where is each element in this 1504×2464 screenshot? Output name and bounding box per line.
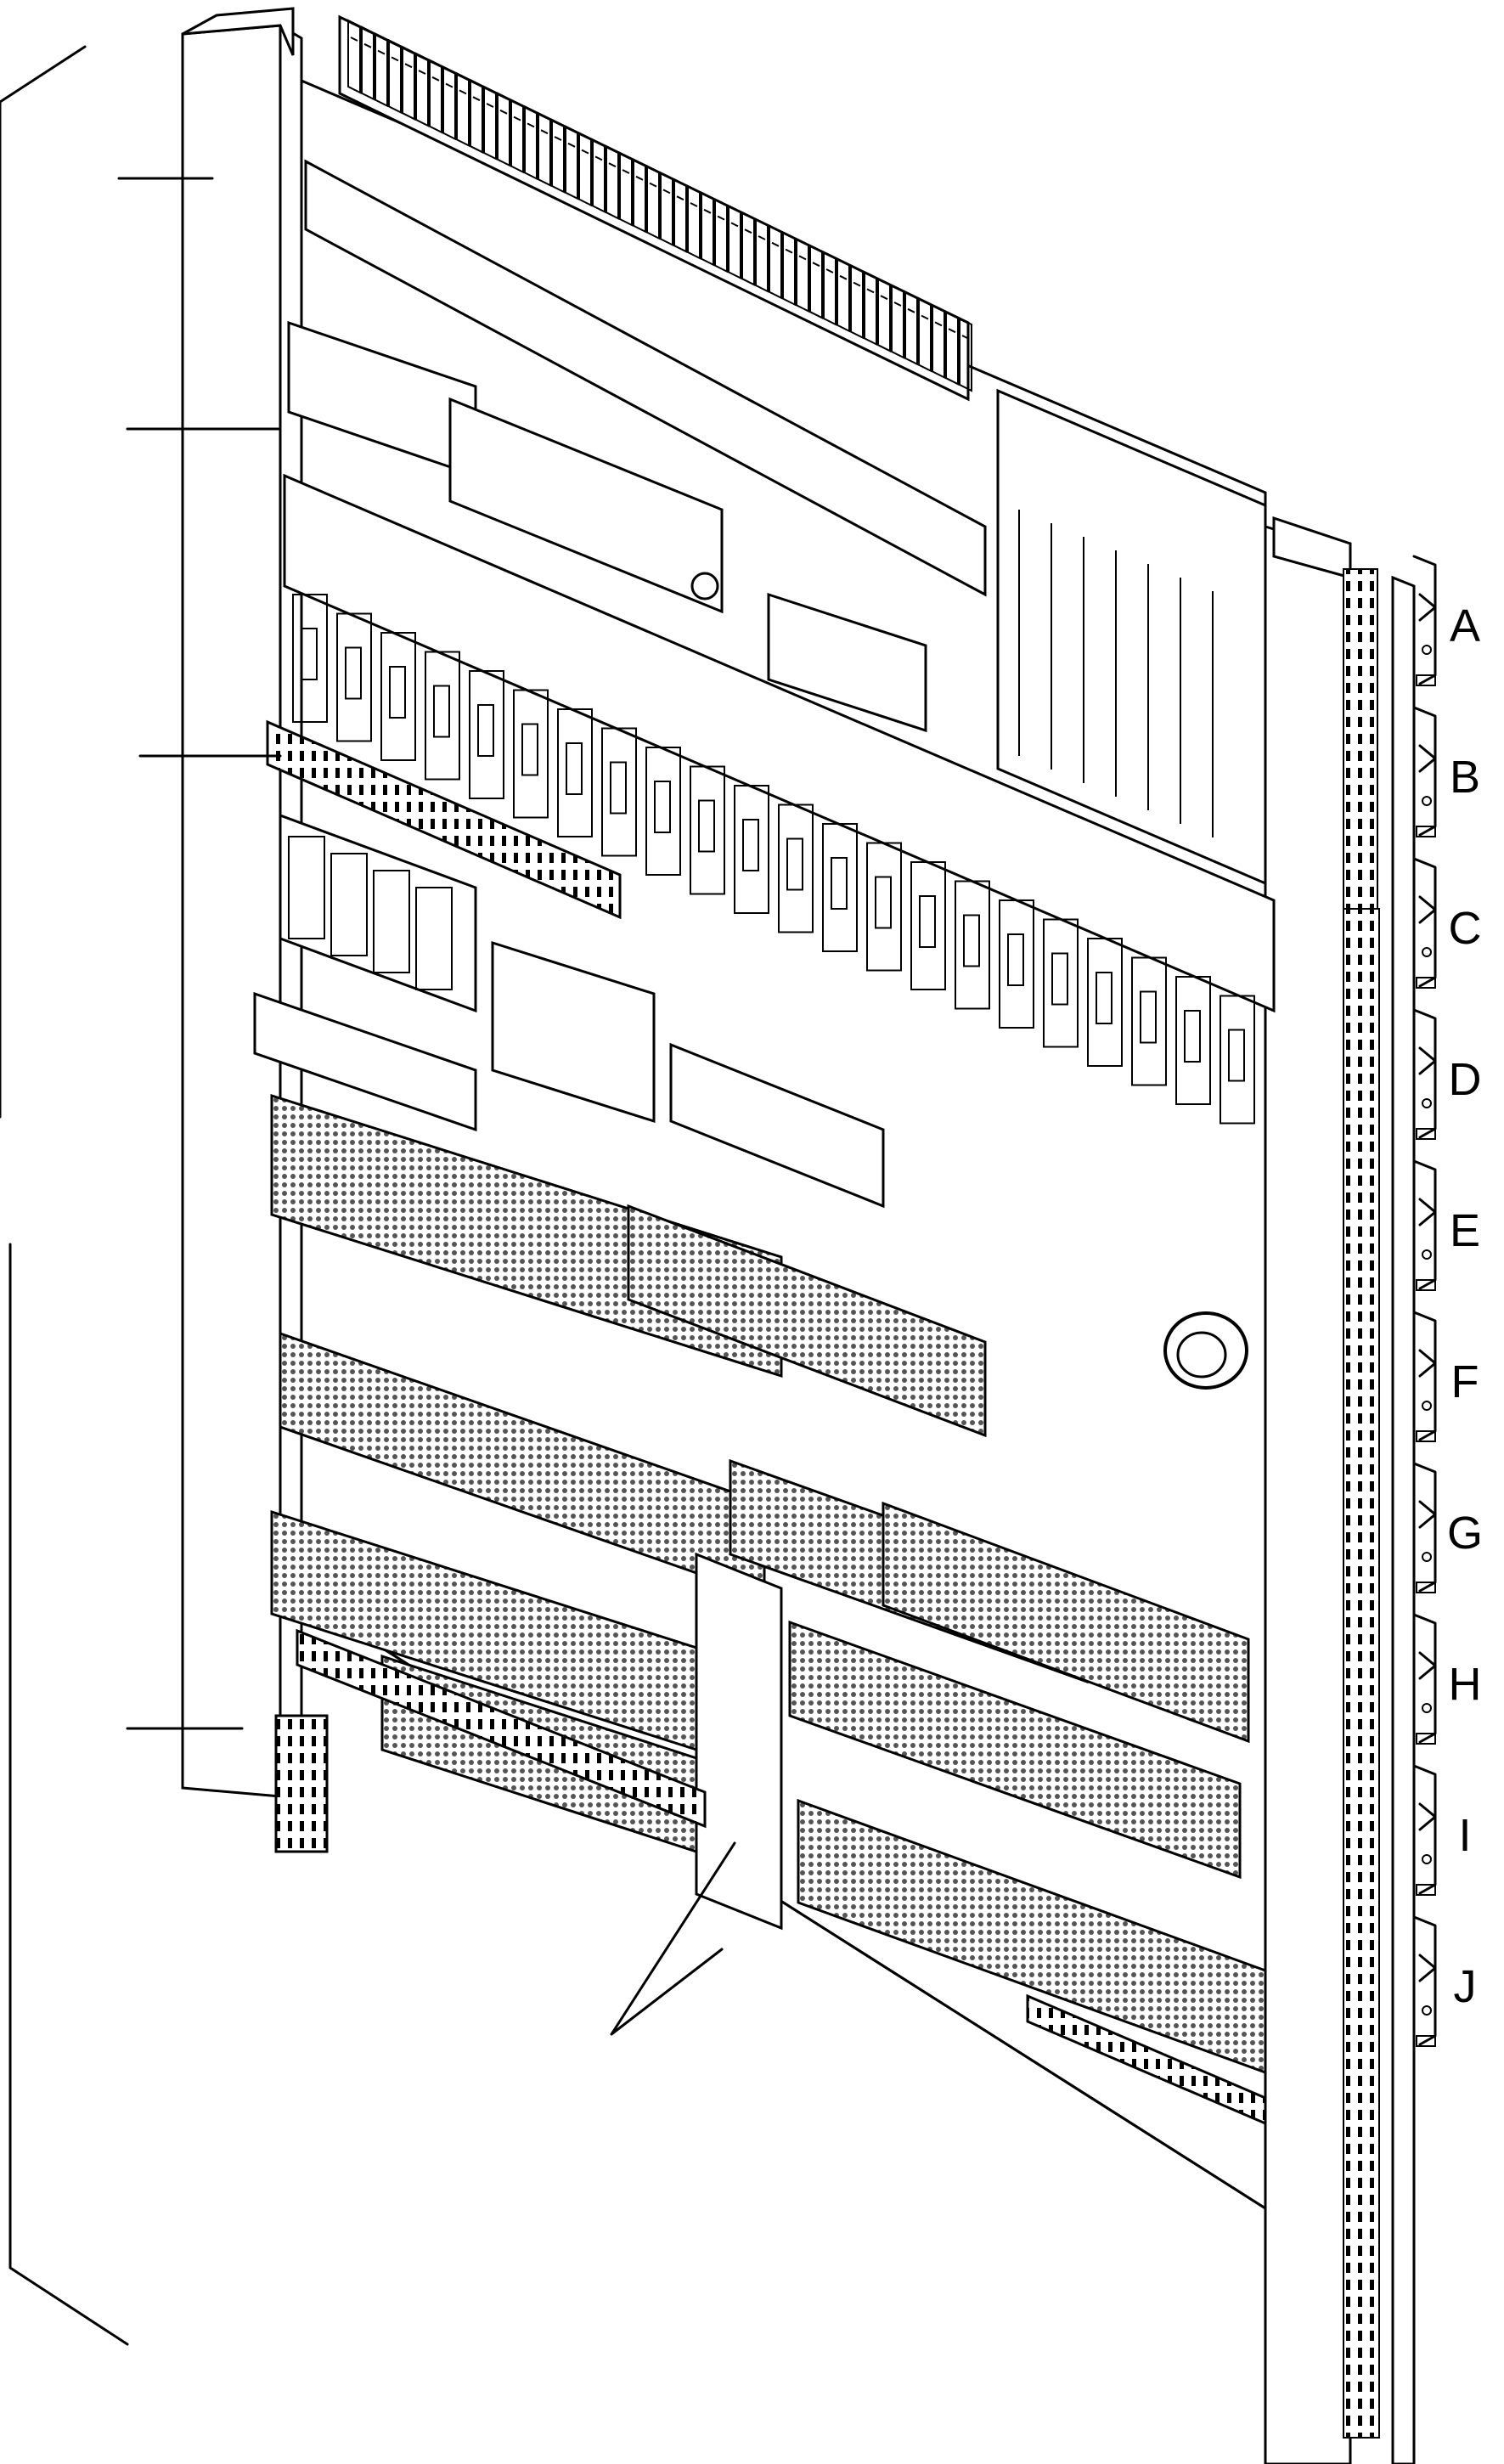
- module-rail-3: [283, 473, 1276, 1125]
- row-label-b: B: [1450, 752, 1480, 803]
- terminal-enclosure: [996, 388, 1267, 886]
- row-label-g: G: [1447, 1508, 1483, 1559]
- wiring-duct-3: [266, 719, 622, 920]
- bracket-c: [1412, 857, 1437, 989]
- bracket-d: [1412, 1008, 1437, 1140]
- bracket-i: [1412, 1764, 1437, 1896]
- bottom-wiring-ducts: [296, 1628, 1267, 2126]
- bracket-j: [1412, 1915, 1437, 2047]
- relay-rail-2: [304, 159, 987, 597]
- row-label-h: H: [1449, 1659, 1482, 1710]
- bracket-a: [1412, 555, 1437, 686]
- din-rail-brackets: [1412, 555, 1437, 2047]
- terminal-rail-top: [338, 14, 972, 402]
- bracket-g: [1412, 1462, 1437, 1593]
- row-label-c: C: [1449, 903, 1482, 954]
- module-rail-4: [253, 813, 885, 1209]
- bracket-e: [1412, 1159, 1437, 1291]
- row-label-e: E: [1450, 1205, 1480, 1256]
- relay-cluster-small: [767, 592, 927, 733]
- bracket-h: [1412, 1613, 1437, 1745]
- row-label-i: I: [1458, 1810, 1471, 1861]
- bottom-callout: [610, 1841, 736, 2036]
- right-cable-duct: [1264, 516, 1416, 2464]
- row-label-a: A: [1450, 600, 1480, 651]
- bracket-b: [1412, 706, 1437, 837]
- row-label-d: D: [1449, 1054, 1482, 1105]
- center-divider-duct: [695, 1552, 783, 1931]
- row-label-f: F: [1451, 1356, 1479, 1407]
- row-label-j: J: [1454, 1961, 1477, 2012]
- contactor-block: [287, 320, 724, 614]
- meter-gauge: [1163, 1311, 1248, 1390]
- cabinet-outline: [0, 45, 129, 2346]
- row-labels: A B C D E F G H I J: [1447, 600, 1483, 2012]
- bracket-f: [1412, 1311, 1437, 1442]
